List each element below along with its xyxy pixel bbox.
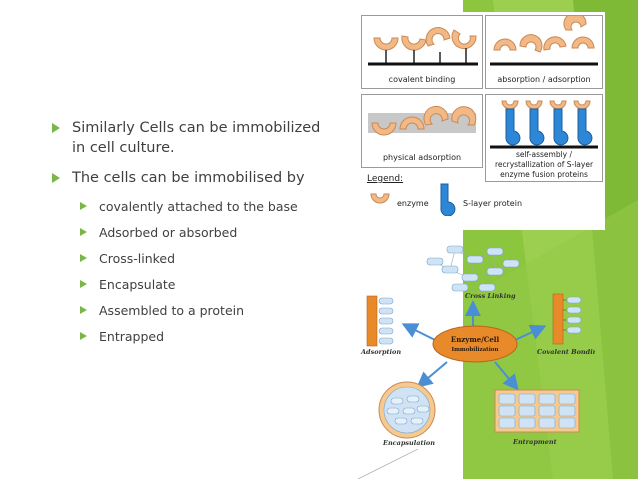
enzyme-legend-icon — [370, 193, 390, 204]
s-layer-legend-icon — [440, 183, 456, 216]
center-label-line1: Enzyme/Cell — [451, 335, 500, 344]
bullet-item: Similarly Cells can be immobilized in ce… — [52, 118, 352, 158]
adsorption-graphic — [366, 295, 394, 347]
panel-label: absorption / adsorption — [497, 75, 591, 84]
entrapment-graphic — [494, 389, 580, 433]
immobilization-figure: covalent binding absorption / adsorption — [357, 12, 605, 230]
encapsulation-graphic — [378, 381, 436, 439]
sub-bullet-item: Cross-linked — [80, 250, 352, 267]
physical-adsorption-illustration — [368, 105, 477, 136]
sub-bullet-item: Entrapped — [80, 328, 352, 345]
panel-label: self-assembly / recrystallization of S-l… — [494, 150, 594, 179]
cross-linking-label: Cross Linking — [465, 292, 516, 300]
bullet-arrow-icon — [80, 332, 87, 340]
sub-bullet-item: Assembled to a protein — [80, 302, 352, 319]
sub-bullet-item: Adsorbed or absorbed — [80, 224, 352, 241]
adsorption-label: Adsorption — [360, 348, 401, 356]
sub-bullet-text: Entrapped — [99, 329, 165, 344]
covalent-bonding-label: Covalent Bonding — [537, 348, 595, 356]
bullet-arrow-icon — [80, 202, 87, 210]
panel-s-layer-self-assembly: self-assembly / recrystallization of S-l… — [485, 94, 603, 182]
sub-bullet-item: Encapsulate — [80, 276, 352, 293]
panel-absorption-adsorption: absorption / adsorption — [485, 15, 603, 89]
bullet-text: Similarly Cells can be immobilized in ce… — [72, 120, 321, 156]
absorption-illustration — [490, 16, 598, 66]
bullet-arrow-icon — [80, 306, 87, 314]
center-ellipse — [432, 325, 518, 363]
covalent-binding-illustration — [368, 27, 478, 66]
panel-label: covalent binding — [388, 75, 456, 84]
bullet-arrow-icon — [80, 254, 87, 262]
center-label-line2: Immobilization — [452, 347, 499, 353]
bullet-list: Similarly Cells can be immobilized in ce… — [52, 118, 352, 354]
sub-bullet-text: Cross-linked — [99, 251, 176, 266]
sub-bullet-text: Encapsulate — [99, 277, 176, 292]
decorative-line — [358, 449, 419, 479]
legend-title: Legend: — [367, 174, 404, 184]
immobilization-methods-diagram: Cross Linking Enzyme/Cell Immobilization… — [355, 240, 602, 452]
sub-bullet-text: Assembled to a protein — [99, 303, 245, 318]
bullet-arrow-icon — [52, 173, 60, 183]
entrapment-label: Entrapment — [512, 438, 557, 446]
legend-s-layer-label: S-layer protein — [463, 199, 523, 208]
bullet-item: The cells can be immobilised by — [52, 168, 352, 188]
covalent-bonding-graphic — [552, 293, 582, 345]
legend-enzyme-label: enzyme — [397, 199, 429, 208]
s-layer-illustration — [490, 100, 598, 149]
panel-covalent-binding: covalent binding — [361, 15, 483, 89]
sub-bullet-item: covalently attached to the base — [80, 198, 352, 215]
bullet-text: The cells can be immobilised by — [72, 170, 305, 186]
panel-physical-adsorption: physical adsorption — [361, 94, 483, 168]
bullet-arrow-icon — [80, 228, 87, 236]
methods-diagram-svg: Cross Linking Enzyme/Cell Immobilization… — [360, 245, 602, 447]
sub-bullet-text: covalently attached to the base — [99, 199, 298, 214]
bullet-arrow-icon — [52, 123, 60, 133]
bullet-arrow-icon — [80, 280, 87, 288]
panel-label: physical adsorption — [382, 153, 462, 162]
sub-bullet-text: Adsorbed or absorbed — [99, 225, 238, 240]
encapsulation-label: Encapsulation — [382, 439, 435, 447]
